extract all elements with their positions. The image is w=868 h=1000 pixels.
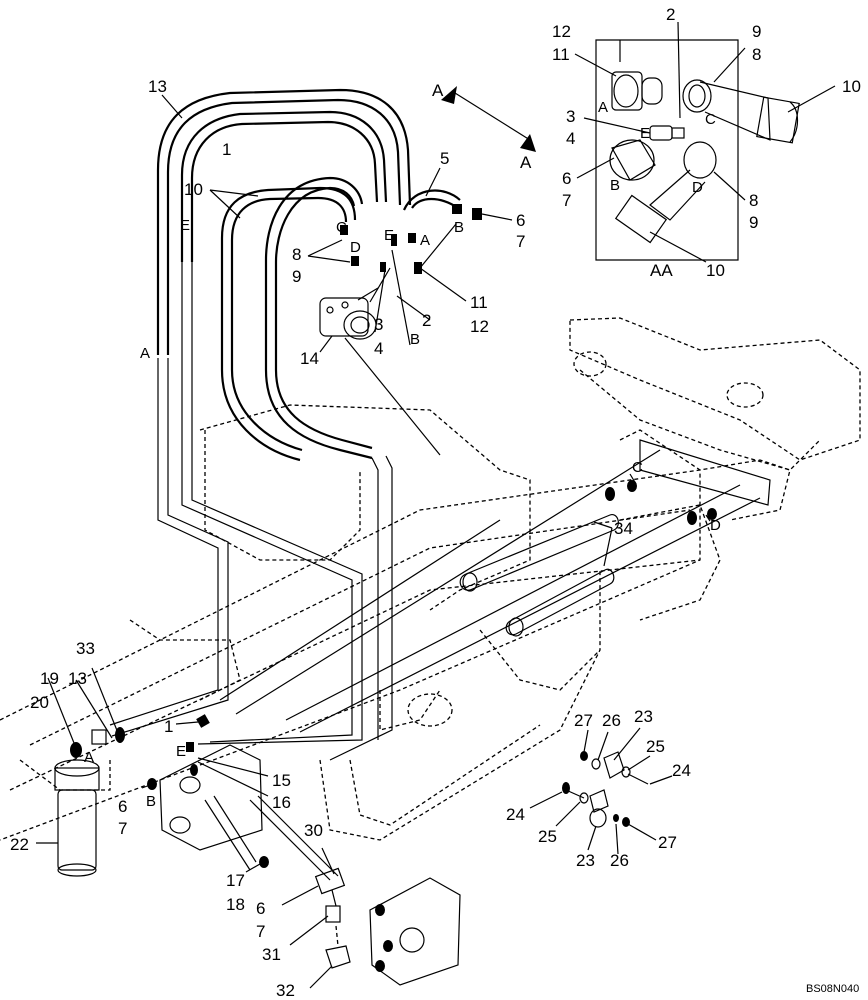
label-port-b-top: B xyxy=(410,331,420,348)
label-5: 5 xyxy=(440,149,449,168)
label-23-upper: 23 xyxy=(634,707,653,726)
section-label-aa: AA xyxy=(650,261,673,280)
detail-aa-view xyxy=(574,21,836,263)
label-25-upper: 25 xyxy=(646,737,665,756)
view-arrow-label-a2: A xyxy=(520,153,532,172)
label-16: 16 xyxy=(272,793,291,812)
label-port-e-hose: E xyxy=(180,217,190,234)
label-port-a: A xyxy=(420,232,430,249)
detail-port-e: E xyxy=(640,125,650,142)
label-port-e-lower: E xyxy=(176,743,186,760)
detail-port-d: D xyxy=(692,179,703,196)
label-port-a-left: A xyxy=(140,345,150,362)
label-27-upper: 27 xyxy=(574,711,593,730)
motor-assembly xyxy=(319,204,482,346)
detail-label-9b: 9 xyxy=(749,213,758,232)
label-1-lower: 1 xyxy=(164,717,173,736)
label-12-top: 12 xyxy=(470,317,489,336)
label-33: 33 xyxy=(76,639,95,658)
label-port-d: D xyxy=(350,239,361,256)
detail-port-c: C xyxy=(705,111,716,128)
pump-lower xyxy=(281,847,461,989)
detail-label-8: 8 xyxy=(752,45,761,64)
label-11-top: 11 xyxy=(470,293,488,312)
hose-routing xyxy=(156,88,461,462)
label-6-lower: 6 xyxy=(118,797,127,816)
label-6-top: 6 xyxy=(516,211,525,230)
label-34: 34 xyxy=(614,519,633,538)
pump-upper xyxy=(141,714,339,881)
main-labels: 13 1 E 10 5 6 7 C D E A B 8 9 11 12 2 3 … xyxy=(10,77,859,1000)
label-25-lower: 25 xyxy=(538,827,557,846)
filter-assembly xyxy=(36,667,125,877)
label-7-lower: 7 xyxy=(118,819,127,838)
detail-label-10-bottom: 10 xyxy=(706,261,725,280)
label-14: 14 xyxy=(300,349,319,368)
label-port-c-lower: C xyxy=(632,459,643,476)
label-18: 18 xyxy=(226,895,245,914)
detail-label-12: 12 xyxy=(552,22,571,41)
label-30: 30 xyxy=(304,821,323,840)
rigid-lines xyxy=(109,262,761,761)
label-1-top: 1 xyxy=(222,140,231,159)
label-8-top: 8 xyxy=(292,245,301,264)
label-22: 22 xyxy=(10,835,29,854)
label-24-lower: 24 xyxy=(506,805,525,824)
cylinders-34 xyxy=(459,439,771,637)
label-26-lower: 26 xyxy=(610,851,629,870)
label-port-b-lower: B xyxy=(146,793,156,810)
chassis-frame xyxy=(0,317,861,841)
detail-label-2: 2 xyxy=(666,5,675,24)
label-port-d-lower: D xyxy=(710,517,721,534)
label-15: 15 xyxy=(272,771,291,790)
label-13-lower: 13 xyxy=(68,669,87,688)
label-2-top: 2 xyxy=(422,311,431,330)
label-7-pump: 7 xyxy=(256,922,265,941)
label-port-c: C xyxy=(336,219,347,236)
label-3-top: 3 xyxy=(374,315,383,334)
view-arrows: A A xyxy=(432,81,536,172)
label-4-top: 4 xyxy=(374,339,383,358)
detail-label-10-top: 10 xyxy=(842,77,861,96)
view-arrow-label-a1: A xyxy=(432,81,444,100)
label-23-lower: 23 xyxy=(576,851,595,870)
drawing-code: BS08N040 xyxy=(806,983,859,995)
detail-port-b: B xyxy=(610,177,620,194)
bolt-group-lower xyxy=(529,782,657,855)
detail-label-8b: 8 xyxy=(749,191,758,210)
label-port-a-lower: A xyxy=(84,749,94,766)
label-13-top: 13 xyxy=(148,77,167,96)
detail-label-11: 11 xyxy=(552,45,570,64)
label-17: 17 xyxy=(226,871,245,890)
detail-port-a: A xyxy=(598,99,608,116)
label-port-e: E xyxy=(384,227,394,244)
detail-label-6: 6 xyxy=(562,169,571,188)
detail-label-9: 9 xyxy=(752,22,761,41)
label-9-top: 9 xyxy=(292,267,301,286)
detail-aa-labels: 12 11 2 9 8 10 3 4 6 7 8 9 10 A C E B D … xyxy=(552,5,861,280)
label-7-top: 7 xyxy=(516,232,525,251)
detail-label-7: 7 xyxy=(562,191,571,210)
label-port-b: B xyxy=(454,219,464,236)
detail-label-3: 3 xyxy=(566,107,575,126)
upper-leaders xyxy=(161,94,513,456)
detail-label-4: 4 xyxy=(566,129,575,148)
label-32: 32 xyxy=(276,981,295,1000)
label-24-upper: 24 xyxy=(672,761,691,780)
label-20: 20 xyxy=(30,693,49,712)
label-10-top: 10 xyxy=(184,180,203,199)
label-27-lower: 27 xyxy=(658,833,677,852)
label-31: 31 xyxy=(262,945,281,964)
bolt-group-upper xyxy=(580,727,673,785)
label-26-upper: 26 xyxy=(602,711,621,730)
label-19: 19 xyxy=(40,669,59,688)
label-6-pump: 6 xyxy=(256,899,265,918)
